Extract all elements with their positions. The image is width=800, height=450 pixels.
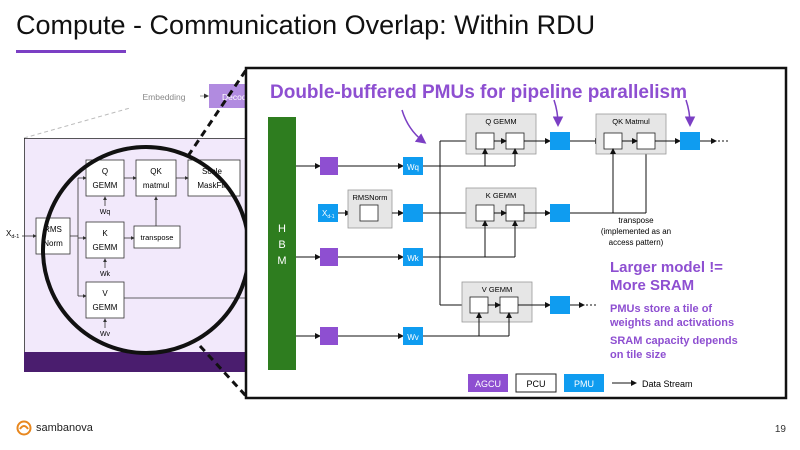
svg-text:V: V	[102, 289, 108, 298]
pipeline-strip: Embedding Decod	[128, 84, 253, 108]
pcu-qk-2	[636, 132, 656, 150]
zoom-guide-line	[23, 107, 131, 139]
svg-text:M: M	[277, 255, 286, 267]
pmu-v-out	[550, 296, 570, 314]
pcu-qk-1	[603, 132, 623, 150]
callout-text: PMUs store a tile of	[610, 303, 712, 315]
transpose-note: access pattern)	[609, 238, 664, 247]
left-q-gemm-box	[85, 159, 125, 197]
svg-text:matmul: matmul	[143, 181, 169, 190]
svg-text:AGCU: AGCU	[475, 379, 501, 389]
pcu-q-gemm-2	[505, 132, 525, 150]
callout-heading: More SRAM	[610, 277, 694, 294]
page-title: Compute - Communication Overlap: Within …	[16, 10, 596, 40]
pcu-v-gemm-1	[469, 296, 489, 314]
left-input-label: Xd-1	[6, 229, 19, 240]
pcu-k-gemm-1	[475, 204, 495, 222]
panel-headline: Double-buffered PMUs for pipeline parall…	[270, 82, 687, 103]
callout-heading: Larger model !=	[610, 259, 723, 276]
callout-text: on tile size	[610, 349, 666, 361]
svg-text:Wk: Wk	[100, 271, 111, 278]
pcu-q-gemm-1	[475, 132, 495, 150]
embedding-label: Embedding	[142, 92, 185, 102]
svg-text:Wv: Wv	[100, 331, 111, 338]
dark-band	[24, 352, 250, 372]
legend-agcu	[468, 374, 508, 392]
svg-text:MaskFill: MaskFill	[197, 181, 227, 190]
callout-text: weights and activations	[609, 317, 734, 329]
svg-text:Wv: Wv	[407, 333, 419, 342]
svg-text:Q GEMM: Q GEMM	[485, 117, 516, 126]
svg-text:B: B	[278, 239, 285, 251]
svg-text:H: H	[278, 223, 286, 235]
legend: AGCU PCU PMU Data Stream	[468, 373, 693, 393]
pmu-pipeline-panel: Double-buffered PMUs for pipeline parall…	[244, 66, 788, 400]
svg-text:Wq: Wq	[407, 163, 419, 172]
svg-text:V GEMM: V GEMM	[482, 285, 512, 294]
svg-text:transpose: transpose	[141, 233, 174, 242]
agcu-unit-wv	[320, 327, 338, 345]
right-input-label: Xd-1	[322, 209, 335, 220]
pmu-wv	[403, 327, 423, 345]
pmu-q-out	[550, 132, 570, 150]
legend-pmu	[564, 374, 604, 392]
decoder-label: Decod	[222, 92, 247, 102]
pcu-k-gemm-2	[505, 204, 525, 222]
pcu-v-gemm-2	[499, 296, 519, 314]
zoom-dashed-line	[186, 69, 248, 157]
legend-pcu	[515, 373, 557, 393]
svg-text:GEMM: GEMM	[93, 303, 118, 312]
title-underline	[16, 50, 126, 53]
sambanova-logo-icon	[16, 420, 32, 436]
svg-text:GEMM: GEMM	[93, 243, 118, 252]
pmu-norm-out	[403, 204, 423, 222]
pmu-input-x	[318, 204, 338, 222]
svg-text:RMSNorm: RMSNorm	[353, 193, 388, 202]
svg-text:Data Stream: Data Stream	[642, 379, 693, 389]
svg-text:Wk: Wk	[407, 254, 420, 263]
agcu-unit-wk	[320, 248, 338, 266]
transpose-title: transpose	[618, 216, 654, 225]
pmu-qk-out	[680, 132, 700, 150]
svg-text:Q: Q	[102, 167, 108, 176]
hbm-block	[268, 117, 296, 370]
pmu-wk	[403, 248, 423, 266]
pmu-wq	[403, 157, 423, 175]
decoder-detail-panel: RMS Norm Q GEMM Wq K GEMM Wk V GEMM Wv Q…	[24, 138, 250, 372]
svg-text:RMS: RMS	[44, 225, 62, 234]
svg-text:PMU: PMU	[574, 379, 594, 389]
page-number: 19	[774, 424, 786, 435]
svg-text:GEMM: GEMM	[93, 181, 118, 190]
callout-text: SRAM capacity depends	[610, 335, 738, 347]
agcu-unit-wq	[320, 157, 338, 175]
svg-text:K: K	[102, 229, 108, 238]
transpose-note: (implemented as an	[601, 227, 671, 236]
left-v-gemm-box	[85, 281, 125, 319]
svg-text:PCU: PCU	[526, 379, 545, 389]
svg-text:Norm: Norm	[43, 239, 63, 248]
svg-text:Wq: Wq	[100, 209, 111, 216]
sambanova-logo: sambanova	[16, 420, 93, 436]
left-k-gemm-box	[85, 221, 125, 259]
pmu-k-out	[550, 204, 570, 222]
svg-text:K GEMM: K GEMM	[486, 191, 516, 200]
svg-text:QK: QK	[150, 167, 162, 176]
logo-text: sambanova	[36, 422, 93, 434]
svg-text:QK Matmul: QK Matmul	[612, 117, 650, 126]
left-qk-matmul-box	[135, 159, 177, 197]
pcu-rmsnorm	[359, 204, 379, 222]
embedding-block	[128, 84, 200, 108]
